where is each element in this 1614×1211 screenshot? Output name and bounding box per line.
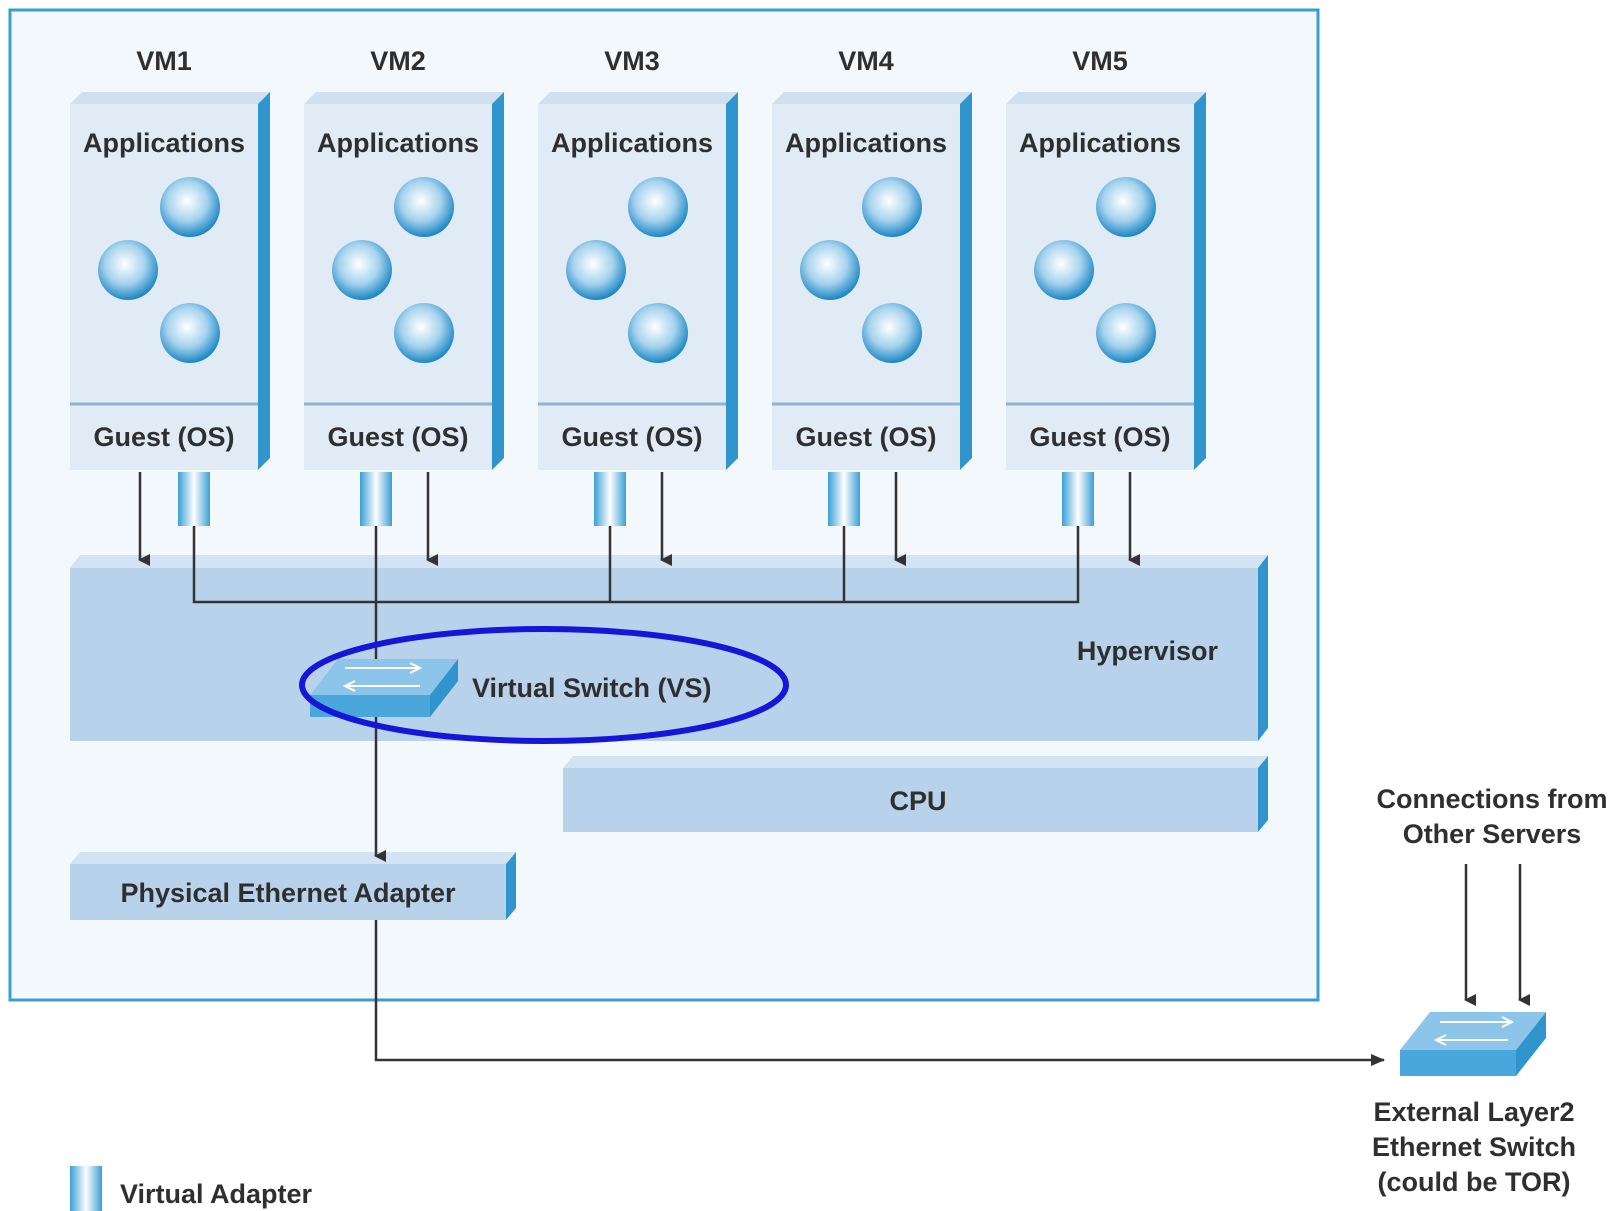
legend-virtual-adapter-icon (70, 1166, 102, 1211)
virtual-switch-label: Virtual Switch (VS) (472, 673, 712, 703)
virtual-adapter-bus (192, 526, 1080, 604)
legend-virtual-adapter-label: Virtual Adapter (120, 1179, 313, 1209)
application-icon (160, 177, 220, 237)
vm-name: VM3 (604, 46, 660, 76)
highlight-ring (299, 626, 789, 744)
virtual-switch: Virtual Switch (VS) (310, 659, 712, 717)
application-icon (1096, 177, 1156, 237)
vm-name: VM2 (370, 46, 426, 76)
vm-box-3: VM3 Applications Guest (OS) (538, 46, 738, 470)
vm-box-5: VM5 Applications Guest (OS) (1006, 46, 1206, 470)
applications-label: Applications (83, 128, 245, 158)
vm-box-2: VM2 Applications Guest (OS) (304, 46, 504, 470)
application-icon (1096, 303, 1156, 363)
other-servers-label-line1: Connections from (1376, 784, 1607, 814)
application-icon (862, 303, 922, 363)
applications-label: Applications (1019, 128, 1181, 158)
external-switch-label-line2: Ethernet Switch (1372, 1132, 1576, 1162)
applications-label: Applications (785, 128, 947, 158)
physical-ethernet-adapter: Physical Ethernet Adapter (70, 852, 516, 920)
cpu-bar: CPU (563, 756, 1268, 832)
vm-box-1: VM1 Applications Guest (OS) (70, 46, 270, 470)
external-switch-label-line1: External Layer2 (1373, 1097, 1574, 1127)
application-icon (394, 303, 454, 363)
cpu-label: CPU (889, 786, 946, 816)
external-switch-label-line3: (could be TOR) (1378, 1167, 1571, 1197)
application-icon (1034, 240, 1094, 300)
application-icon (862, 177, 922, 237)
other-servers-label-line2: Other Servers (1403, 819, 1582, 849)
physical-adapter-label: Physical Ethernet Adapter (120, 878, 456, 908)
guest-os-label: Guest (OS) (795, 422, 936, 452)
external-switch (1400, 1012, 1546, 1076)
guest-os-label: Guest (OS) (561, 422, 702, 452)
hypervisor-label: Hypervisor (1077, 636, 1219, 666)
hypervisor-bar: Hypervisor (70, 555, 1268, 741)
vm-box-4: VM4 Applications Guest (OS) (772, 46, 972, 470)
application-icon (800, 240, 860, 300)
vm-name: VM5 (1072, 46, 1128, 76)
guest-os-label: Guest (OS) (327, 422, 468, 452)
applications-label: Applications (317, 128, 479, 158)
virtual-adapter-icon (828, 472, 860, 526)
application-icon (98, 240, 158, 300)
uplink-to-external-switch (374, 920, 1385, 1066)
virtual-adapter-icon (1062, 472, 1094, 526)
vm-name: VM4 (838, 46, 894, 76)
application-icon (160, 303, 220, 363)
guest-os-label: Guest (OS) (93, 422, 234, 452)
virtual-adapter-icon (178, 472, 210, 526)
vm-name: VM1 (136, 46, 192, 76)
application-icon (394, 177, 454, 237)
virtual-adapter-icon (594, 472, 626, 526)
guest-os-label: Guest (OS) (1029, 422, 1170, 452)
virtual-adapter-icon (360, 472, 392, 526)
applications-label: Applications (551, 128, 713, 158)
application-icon (332, 240, 392, 300)
application-icon (566, 240, 626, 300)
application-icon (628, 303, 688, 363)
application-icon (628, 177, 688, 237)
